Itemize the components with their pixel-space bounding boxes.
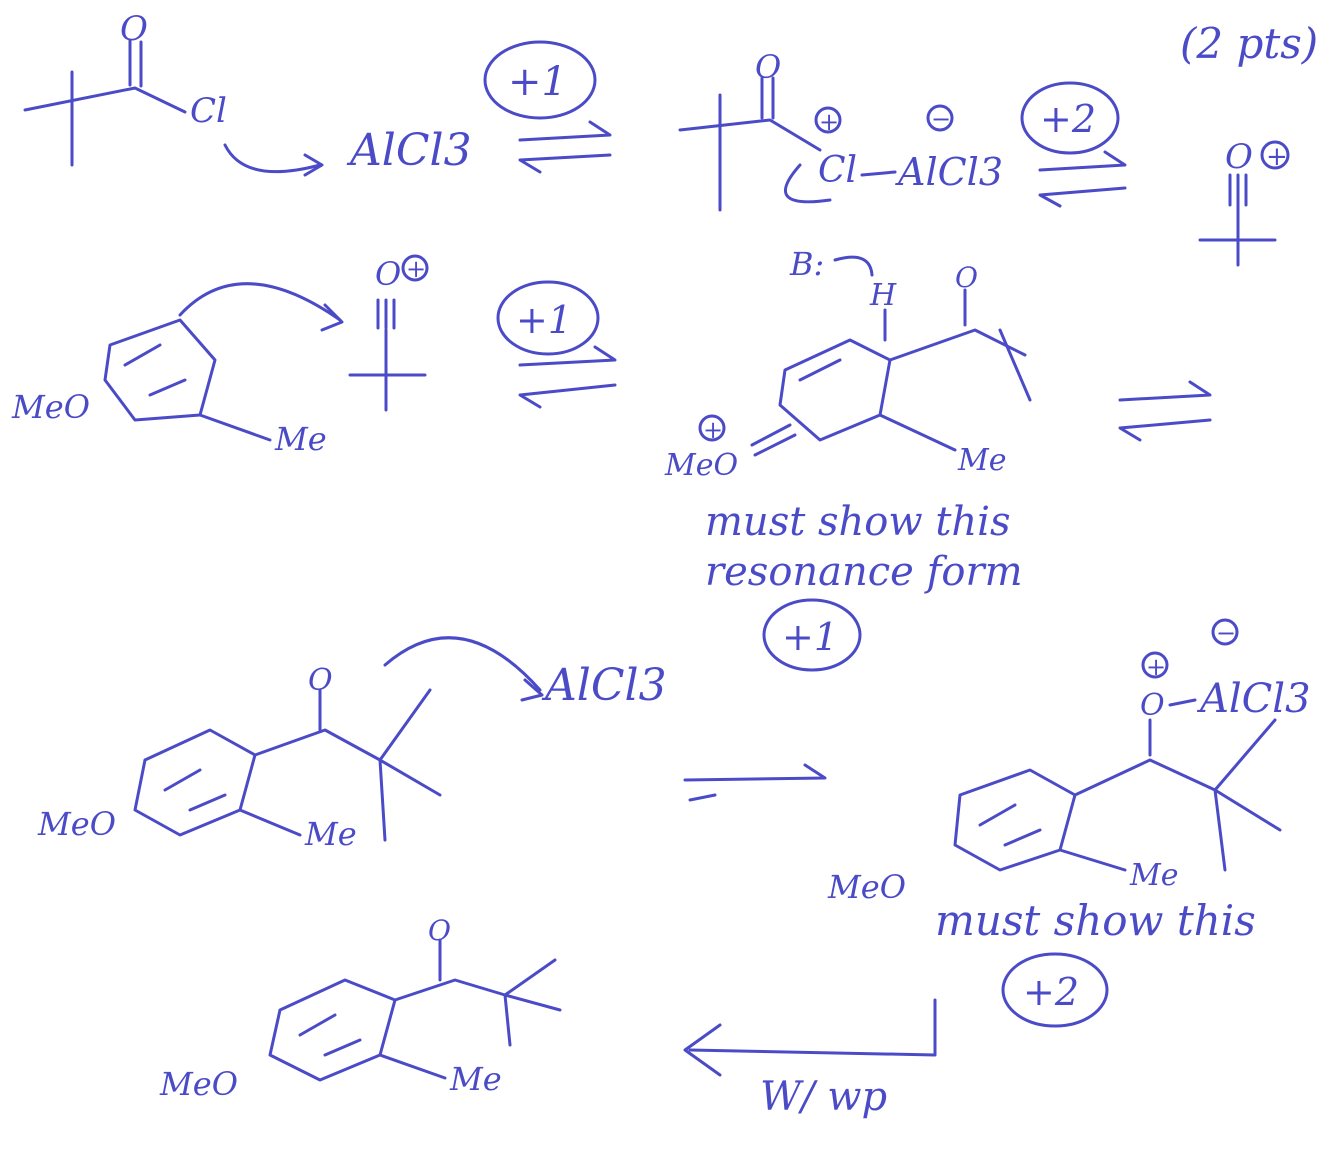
score-circle	[762, 598, 862, 672]
score-circle	[496, 280, 600, 356]
equilibrium-arrow	[1118, 380, 1212, 442]
lone-pair-arrow	[223, 143, 322, 174]
arrow-head	[303, 153, 324, 177]
methoxy-group: MeO	[159, 1065, 238, 1103]
minus-sign: −	[1216, 619, 1236, 647]
score-plus1: +1	[508, 59, 567, 105]
arene-attack: Me MeO	[11, 282, 344, 458]
plus-sign: +	[406, 255, 426, 283]
aryl-ketone: O Me MeO	[37, 636, 544, 853]
plus-sign: +	[819, 108, 839, 136]
score-plus2: +2	[1023, 970, 1079, 1014]
acylium-oxygen: O	[1225, 137, 1253, 177]
equilibrium-arrow	[1038, 150, 1127, 208]
carbonyl-oxygen: O	[955, 261, 978, 294]
minus-charge	[926, 104, 954, 132]
score-plus2: +2	[1040, 97, 1096, 141]
note-resonance-line1: must show this	[705, 499, 1011, 545]
methoxy-group: MeO	[37, 805, 116, 843]
carbonyl-oxygen: O	[120, 9, 148, 49]
base-label: B:	[789, 245, 824, 283]
curved-arrow	[383, 636, 542, 692]
curved-arrow	[783, 163, 832, 204]
carbonyl-oxygen: O	[308, 663, 333, 698]
methyl-group: Me	[274, 420, 327, 458]
methyl-group: Me	[449, 1060, 502, 1098]
note-must-show: must show this	[935, 896, 1256, 945]
alcl3-bound: AlCl3	[1196, 676, 1311, 722]
workup-label: W/ wp	[760, 1074, 887, 1120]
curved-arrow	[178, 282, 342, 322]
hydrogen-atom: H	[869, 278, 897, 313]
minus-sign: −	[931, 105, 951, 133]
plus-charge	[1260, 140, 1290, 170]
sigma-complex: B: H O Me MeO +	[664, 245, 1032, 483]
methoxy-group: MeO	[827, 868, 906, 906]
reagent-alcl3: AlCl3	[541, 660, 667, 711]
plus-sign: +	[703, 416, 723, 444]
alcl3-bound: AlCl3	[895, 150, 1003, 194]
carbonyl-oxygen: O	[1140, 688, 1165, 723]
pivaloyl-chloride: O Cl	[23, 9, 227, 167]
carbonyl-oxygen: O	[755, 48, 781, 86]
note-resonance-line2: resonance form	[705, 549, 1023, 595]
workup-arrow	[683, 998, 937, 1077]
chlorine-atom: Cl	[818, 150, 857, 191]
acylium-ion: O +	[1198, 137, 1290, 267]
lewis-acid-complex: O + Cl AlCl3 −	[678, 48, 1003, 212]
acylium-oxygen: O	[375, 255, 401, 293]
methoxy-group: MeO	[11, 388, 90, 426]
methyl-group: Me	[1129, 858, 1178, 893]
oxonium-methoxy: MeO	[664, 448, 738, 483]
carbonyl-oxygen: O	[428, 914, 451, 947]
score-circle	[483, 40, 597, 120]
equilibrium-arrow	[683, 763, 827, 802]
final-product: O Me MeO	[159, 914, 562, 1103]
score-plus1: +1	[782, 615, 838, 659]
equilibrium-arrow	[518, 345, 617, 409]
plus-sign: +	[1266, 142, 1288, 172]
acylium-ion: O +	[348, 254, 429, 412]
reagent-alcl3: AlCl3	[346, 125, 472, 176]
points-header: (2 pts)	[1180, 19, 1318, 68]
score-circle	[1020, 81, 1120, 155]
score-circle	[1001, 952, 1109, 1028]
ketone-alcl3-complex: + O AlCl3 − Me MeO	[827, 618, 1311, 906]
methyl-group: Me	[304, 815, 357, 853]
plus-charge	[814, 106, 842, 134]
equilibrium-arrow	[518, 120, 612, 174]
chlorine-atom: Cl	[190, 91, 227, 131]
methyl-group: Me	[957, 443, 1006, 478]
plus-sign: +	[1146, 653, 1166, 681]
score-plus1: +1	[516, 298, 572, 342]
